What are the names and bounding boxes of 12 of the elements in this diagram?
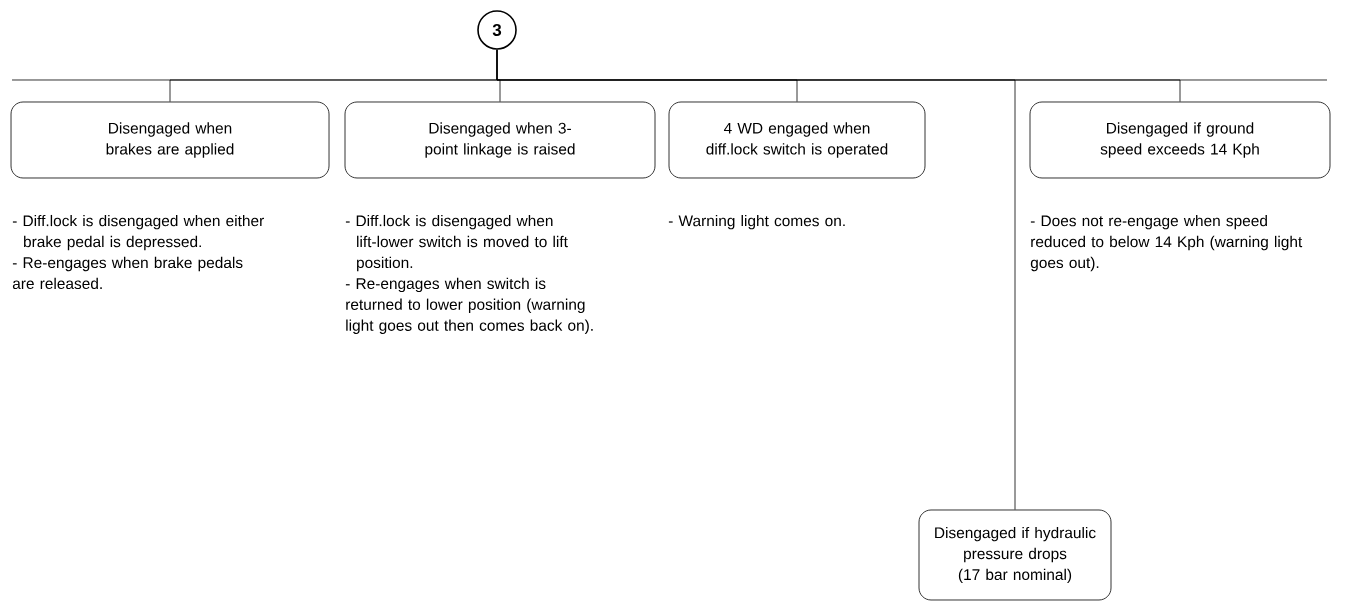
rounded-box: Disengaged when 3-point linkage is raised xyxy=(344,101,656,179)
rounded-box: 4 WD engaged when diff.lock switch is operated xyxy=(668,101,926,179)
note-text: - Re-engages when brake pedals are released. xyxy=(12,256,243,290)
note-text: - Does not re-engage when speed reduced to below 14 Kph (warning light goes out). xyxy=(1030,214,1303,272)
note-text: - Re-engages when switch is returned to lower position (warning light goes out then comes back on). xyxy=(345,277,593,334)
rounded-box: Disengaged if ground speed exceeds 14 Kph xyxy=(1029,101,1331,179)
connector-line xyxy=(496,49,1181,102)
rounded-box: Disengaged when brakes are applied xyxy=(10,101,330,179)
note-text: - Diff.lock is disengaged when either brake pedal is depressed. xyxy=(12,214,264,251)
note-text: - Warning light comes on. xyxy=(668,214,845,230)
rounded-box: Disengaged if hydraulic pressure drops (17 bar nominal) xyxy=(918,509,1112,601)
note-text: - Diff.lock is disengaged when lift-lower switch is moved to lift position. xyxy=(345,214,568,272)
